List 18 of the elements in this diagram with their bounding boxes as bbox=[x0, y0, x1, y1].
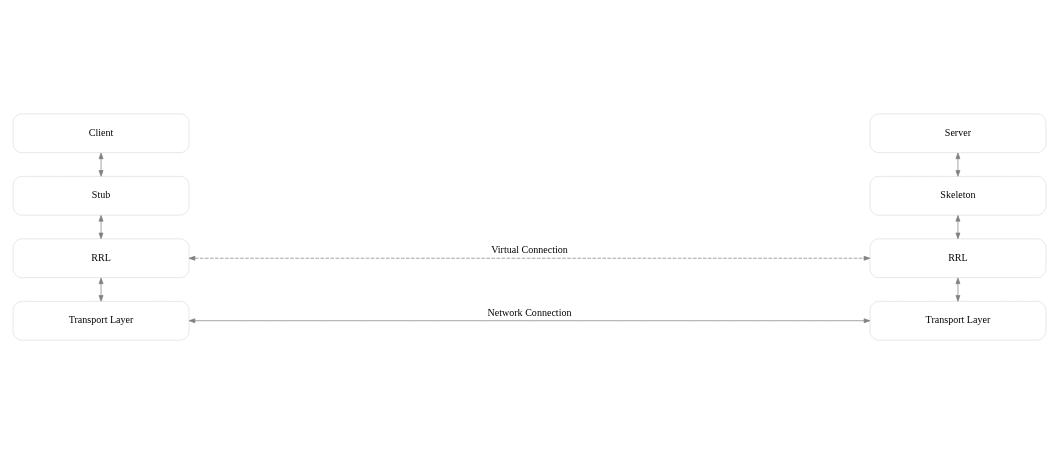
node-box: Client bbox=[12, 113, 190, 153]
node-box: Transport Layer bbox=[12, 300, 190, 341]
arrow bbox=[188, 318, 871, 324]
arrow bbox=[955, 152, 961, 177]
arrow bbox=[98, 215, 104, 240]
edge-label: Network Connection bbox=[487, 306, 572, 318]
arrow bbox=[955, 277, 961, 302]
arrow bbox=[98, 277, 104, 302]
node-box: RRL bbox=[869, 238, 1047, 278]
node-box: Server bbox=[869, 113, 1047, 153]
edge-label: Virtual Connection bbox=[491, 244, 568, 256]
arrow bbox=[955, 215, 961, 240]
node-box: Skeleton bbox=[869, 176, 1047, 216]
node-box: Stub bbox=[12, 176, 190, 216]
node-box: Transport Layer bbox=[869, 300, 1047, 341]
arrow bbox=[188, 255, 871, 261]
arrow bbox=[98, 152, 104, 177]
node-box: RRL bbox=[12, 238, 190, 278]
